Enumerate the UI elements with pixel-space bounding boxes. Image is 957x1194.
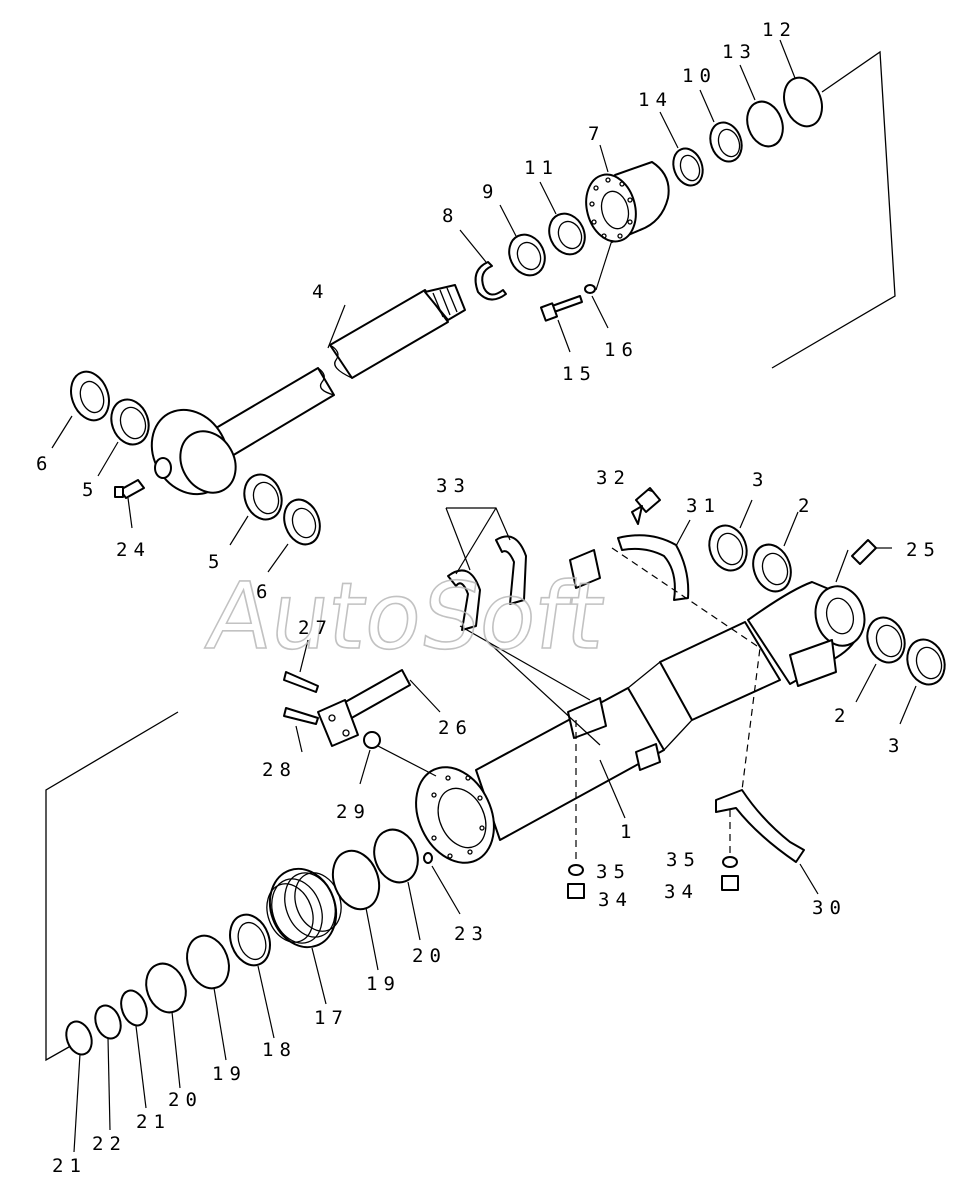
callout-30: 30: [812, 897, 847, 919]
callout-25: 25: [906, 539, 941, 561]
bolt-28: [283, 707, 319, 725]
leader-lines: [51, 39, 917, 1153]
o-ring-12: [783, 76, 823, 128]
watermark-text: AutoSoft: [201, 562, 611, 669]
seal-6-lower: [283, 498, 321, 546]
lower-group-bracket: [45, 711, 179, 1062]
plug-23: [423, 852, 433, 864]
ring-22: [94, 1004, 122, 1040]
washer-35-right: [722, 856, 738, 868]
ring-21-upper: [120, 989, 148, 1027]
callout-7: 7: [588, 123, 605, 145]
grease-fitting-24: [114, 479, 145, 499]
cylinder-head-7: [585, 161, 670, 243]
callout-21-lower: 21: [52, 1155, 87, 1177]
callout-18: 18: [262, 1039, 297, 1061]
callout-17: 17: [314, 1007, 349, 1029]
callout-12: 12: [762, 19, 797, 41]
callout-13: 13: [722, 41, 757, 63]
seal-3-upper: [708, 524, 748, 572]
callout-5-lower: 5: [208, 551, 225, 573]
bushing-2-lower: [866, 616, 906, 664]
callout-22: 22: [92, 1133, 127, 1155]
bolt-15: [539, 295, 583, 322]
seal-20-upper: [373, 828, 419, 884]
wear-ring-19-lower: [186, 934, 230, 990]
pipe-clamp-31: [617, 534, 690, 601]
callout-33: 33: [436, 475, 471, 497]
backup-ring-13: [746, 100, 784, 148]
ring-21-lower: [65, 1020, 93, 1056]
callout-3-lower: 3: [888, 735, 905, 757]
seal-14: [672, 147, 704, 187]
snap-ring-8: [474, 261, 507, 301]
callout-3-upper: 3: [752, 469, 769, 491]
piston-rod: [150, 284, 466, 496]
bushing-5-upper: [110, 398, 150, 446]
callout-23: 23: [454, 923, 489, 945]
callout-20-upper: 20: [412, 945, 447, 967]
pipe-bracket-30: [715, 789, 805, 863]
callout-24: 24: [116, 539, 151, 561]
callout-16: 16: [604, 339, 639, 361]
callout-35-right: 35: [666, 849, 701, 871]
seal-3-lower: [906, 638, 946, 686]
bushing-2-upper: [752, 543, 792, 593]
cylinder-tube: [415, 581, 866, 864]
nut-34-right: [721, 875, 739, 891]
callout-6-lower: 6: [256, 581, 273, 603]
callout-26: 26: [438, 717, 473, 739]
callout-4: 4: [312, 281, 329, 303]
callout-19-upper: 19: [366, 973, 401, 995]
washer-35-left: [568, 864, 584, 876]
callout-29: 29: [336, 801, 371, 823]
bolt-32: [631, 487, 661, 525]
callout-1: 1: [620, 821, 637, 843]
ring-9: [508, 233, 546, 277]
callout-21-upper: 21: [136, 1111, 171, 1133]
bushing-5-lower: [243, 473, 283, 521]
callout-31: 31: [686, 495, 721, 517]
callout-19-lower: 19: [212, 1063, 247, 1085]
bolt-27: [283, 671, 319, 693]
seal-6-upper: [70, 370, 110, 422]
callout-35-left: 35: [596, 861, 631, 883]
callout-28: 28: [262, 759, 297, 781]
callout-8: 8: [442, 205, 459, 227]
pipe-26: [317, 669, 411, 747]
callout-20-lower: 20: [168, 1089, 203, 1111]
nut-34-left: [567, 883, 585, 899]
upper-group-bracket: [771, 50, 896, 369]
bearing-11: [548, 212, 586, 256]
callout-labels: 1 2 2 3 3 4 5 5 6 6 7 8 9 10 11 12 13 14…: [36, 19, 941, 1177]
callout-27: 27: [298, 617, 333, 639]
callout-10: 10: [682, 65, 717, 87]
callout-5-upper: 5: [82, 479, 99, 501]
washer-16: [584, 284, 596, 294]
callout-2-upper: 2: [798, 495, 815, 517]
callout-15: 15: [562, 363, 597, 385]
callout-14: 14: [638, 89, 673, 111]
o-ring-29: [363, 731, 381, 749]
callout-34-right: 34: [664, 881, 699, 903]
callout-9: 9: [482, 181, 499, 203]
callout-2-lower: 2: [834, 705, 851, 727]
hose-33: [447, 535, 601, 631]
callout-11: 11: [524, 157, 559, 179]
callout-32: 32: [596, 467, 631, 489]
seal-18: [229, 913, 271, 967]
bushing-10: [709, 121, 743, 163]
piston-17: [266, 867, 342, 949]
callout-6-upper: 6: [36, 453, 53, 475]
seal-20-lower: [145, 962, 187, 1014]
grease-fitting-25: [851, 539, 877, 565]
callout-34-left: 34: [598, 889, 633, 911]
